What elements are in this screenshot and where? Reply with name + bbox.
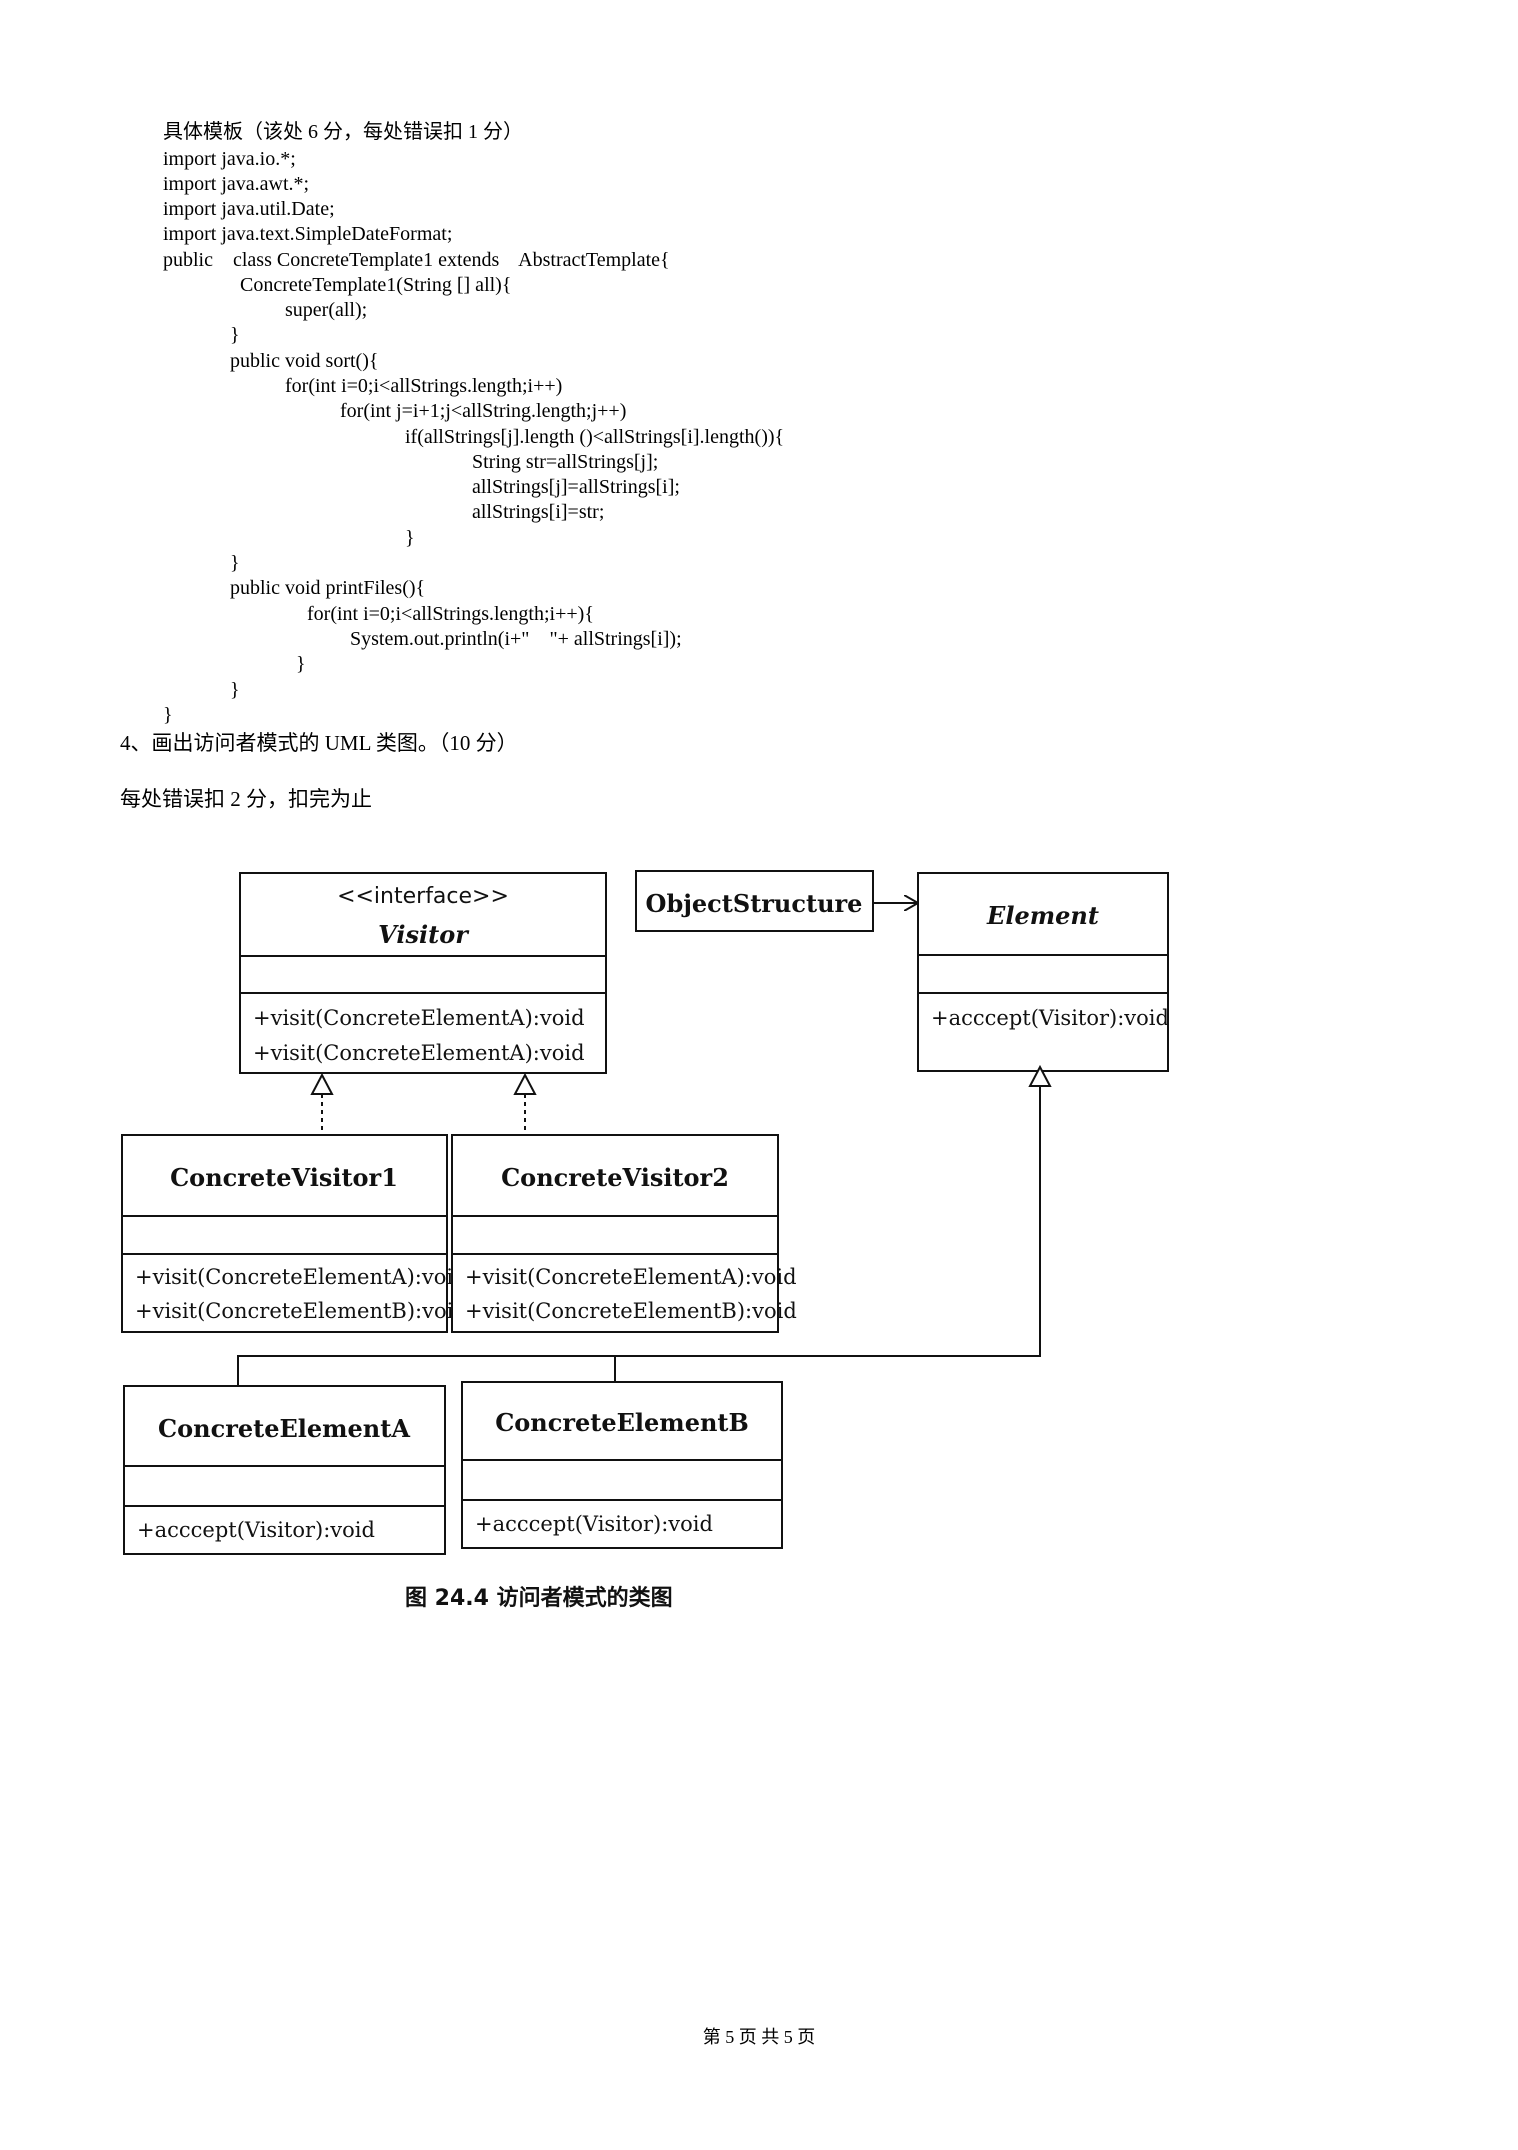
concrete-visitor2-class: ConcreteVisitor2 +visit(ConcreteElementA… — [451, 1134, 797, 1333]
code-line: } — [163, 704, 173, 726]
concrete-visitor2-name: ConcreteVisitor2 — [501, 1163, 729, 1192]
generalization-elements — [237, 1064, 1052, 1386]
concrete-element-b-op: +acccept(Visitor):void — [475, 1512, 713, 1536]
code-line: for(int i=0;i<allStrings.length;i++) — [285, 375, 563, 397]
code-line: super(all); — [285, 299, 368, 321]
code-line: if(allStrings[j].length ()<allStrings[i]… — [405, 426, 785, 448]
code-line: } — [296, 653, 306, 675]
code-line: import java.io.*; — [163, 148, 296, 170]
concrete-visitor2-op: +visit(ConcreteElementA):void — [465, 1265, 797, 1289]
visitor-class: <<interface>> Visitor +visit(ConcreteEle… — [239, 872, 607, 1074]
concrete-visitor1-op: +visit(ConcreteElementB):void — [135, 1299, 467, 1323]
element-class: Element +acccept(Visitor):void — [917, 872, 1169, 1072]
concrete-visitor1-op: +visit(ConcreteElementA):void — [135, 1265, 467, 1289]
question-title: 4、画出访问者模式的 UML 类图。（10 分） — [120, 731, 518, 755]
concrete-visitor1-name: ConcreteVisitor1 — [170, 1163, 398, 1192]
code-line: } — [230, 552, 240, 574]
concrete-element-b-class: ConcreteElementB +acccept(Visitor):void — [461, 1381, 783, 1549]
element-op: +acccept(Visitor):void — [931, 1006, 1169, 1030]
object-structure-name: ObjectStructure — [646, 889, 863, 918]
visitor-op: +visit(ConcreteElementA):void — [253, 1006, 585, 1030]
code-line: for(int i=0;i<allStrings.length;i++){ — [307, 603, 594, 625]
code-line: public class ConcreteTemplate1 extends A… — [163, 249, 670, 271]
page-footer: 第 5 页 共 5 页 — [702, 2027, 816, 2047]
object-structure-class: ObjectStructure — [635, 870, 874, 932]
concrete-element-a-op: +acccept(Visitor):void — [137, 1518, 375, 1542]
answer-intro: 具体模板（该处 6 分，每处错误扣 1 分） — [163, 121, 523, 143]
element-name: Element — [986, 901, 1099, 930]
code-line: public void sort(){ — [230, 350, 379, 372]
code-line: public void printFiles(){ — [230, 577, 426, 599]
code-line: allStrings[j]=allStrings[i]; — [472, 476, 680, 498]
scoring-note: 每处错误扣 2 分，扣完为止 — [120, 787, 372, 811]
concrete-element-a-name: ConcreteElementA — [158, 1414, 410, 1443]
concrete-visitor2-op: +visit(ConcreteElementB):void — [465, 1299, 797, 1323]
concrete-element-a-class: ConcreteElementA +acccept(Visitor):void — [123, 1385, 446, 1555]
concrete-visitor1-class: ConcreteVisitor1 +visit(ConcreteElementA… — [121, 1134, 467, 1333]
code-line: import java.awt.*; — [163, 173, 310, 195]
code-line: String str=allStrings[j]; — [472, 451, 659, 473]
code-line: import java.util.Date; — [163, 198, 335, 220]
code-line: } — [230, 679, 240, 701]
figure-caption: 图 24.4 访问者模式的类图 — [405, 1585, 673, 1611]
code-line: for(int j=i+1;j<allString.length;j++) — [340, 400, 627, 422]
code-line: import java.text.SimpleDateFormat; — [163, 223, 453, 245]
visitor-stereotype: <<interface>> — [337, 884, 509, 909]
visitor-name: Visitor — [378, 920, 470, 949]
concrete-element-b-name: ConcreteElementB — [495, 1408, 749, 1437]
realization-visitor2 — [513, 1072, 537, 1133]
visitor-op: +visit(ConcreteElementA):void — [253, 1041, 585, 1065]
code-line: } — [405, 527, 415, 549]
code-line: allStrings[i]=str; — [472, 501, 605, 523]
code-line: System.out.println(i+" "+ allStrings[i])… — [350, 628, 682, 650]
code-line: ConcreteTemplate1(String [] all){ — [240, 274, 512, 296]
code-line: } — [230, 324, 240, 346]
realization-visitor1 — [310, 1072, 334, 1133]
